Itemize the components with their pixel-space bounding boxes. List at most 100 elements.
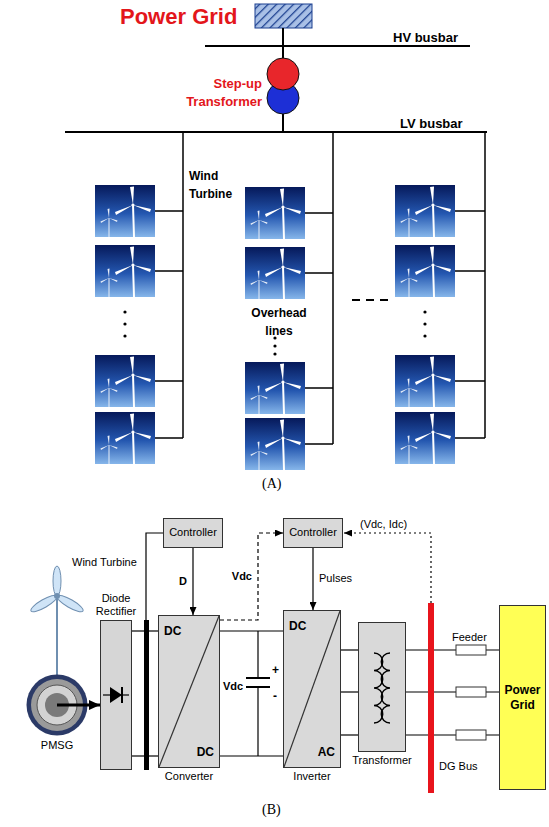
wire (220, 755, 283, 756)
wind-turbine-photo (395, 245, 455, 297)
busbar (65, 131, 487, 133)
overhead-line (484, 132, 486, 438)
ellipsis-dots (423, 322, 426, 325)
wire (341, 734, 358, 735)
overhead-line (305, 443, 333, 445)
text-wrap: Power Grid (120, 4, 237, 30)
voltage-label: Vdc (223, 680, 243, 692)
block-title: Converter (165, 770, 213, 782)
transformer-label: Step-up Transformer (186, 76, 262, 109)
block-title: Diode Rectifier (96, 592, 136, 617)
wind-turbine-icon (29, 566, 85, 676)
generator-symbol (26, 674, 88, 736)
shaft-line (57, 704, 88, 707)
text-wrap: Inverter (293, 770, 330, 783)
block-symbol (101, 621, 131, 769)
overhead-line (455, 270, 485, 272)
feeder-symbol (456, 730, 486, 740)
edge-label: D (177, 575, 189, 587)
dc-bus-bar (146, 533, 163, 620)
block-symbol (159, 616, 219, 767)
text-wrap: Vdc (223, 676, 243, 694)
turbine-label: Wind Turbine (72, 556, 137, 568)
polarity-sign: - (273, 689, 277, 703)
busbar (205, 45, 470, 47)
text-wrap: DC (164, 624, 181, 638)
text-wrap: Converter (165, 770, 213, 783)
text-wrap: HV busbar (393, 28, 458, 46)
ellipsis-dashes (380, 299, 388, 301)
wind-turbine-photo (395, 355, 455, 407)
overhead-line (182, 132, 184, 438)
capacitor-symbol (257, 631, 258, 678)
wind-turbine-icon (29, 593, 59, 615)
line-label: Overhead lines (251, 306, 306, 338)
grid-label: Power Grid (120, 4, 237, 29)
ellipsis-dashes (352, 299, 388, 301)
text-wrap: (A) (262, 474, 281, 493)
text-wrap: - (273, 686, 277, 704)
wind-turbine-photo (395, 185, 455, 237)
overhead-line (155, 437, 183, 439)
port-text: DC (289, 619, 306, 633)
busbar (65, 28, 487, 132)
overhead-line (455, 437, 485, 439)
port-text: DC (197, 745, 214, 759)
text-wrap: PMSG (41, 739, 73, 752)
polarity-sign: + (272, 663, 279, 677)
text-wrap: Overhead lines (248, 303, 310, 339)
wind-turbine-photo (95, 355, 155, 407)
feeder-label: Feeder (452, 631, 487, 643)
text-wrap: (B) (262, 800, 281, 819)
busbar-label: HV busbar (393, 30, 458, 45)
panel-label: (B) (262, 802, 281, 817)
overhead-line (455, 210, 485, 212)
box-text: Controller (289, 526, 337, 539)
overhead-line (332, 132, 334, 444)
text-wrap: Controller (169, 526, 217, 539)
overhead-line (155, 380, 183, 382)
signal-arrow (220, 533, 283, 620)
signal-arrow (192, 548, 193, 615)
power-grid-symbol (255, 4, 312, 28)
step-up-transformer-symbol (267, 58, 299, 90)
overhead-line (155, 210, 183, 212)
converter-block: DCDCConverter (158, 615, 220, 768)
text-wrap: Power Grid (503, 683, 542, 712)
text-wrap: Wind Turbine (72, 552, 137, 570)
block-symbol (284, 611, 340, 767)
measurement-line (344, 533, 431, 603)
block-symbol (359, 623, 405, 751)
overhead-line (305, 272, 333, 274)
overhead-line (305, 387, 333, 389)
ellipsis-dots (423, 334, 426, 337)
wind-turbine-photo (95, 185, 455, 470)
step-up-transformer-symbol (267, 58, 299, 114)
text-wrap: DC (197, 745, 214, 759)
block-title: PMSG (41, 739, 73, 751)
wire (406, 691, 503, 692)
overhead-line (455, 380, 485, 382)
wire (132, 755, 158, 756)
text-wrap: D (177, 575, 189, 588)
feeder-symbol (456, 645, 486, 740)
wind-turbine-icon (56, 596, 58, 676)
wind-turbine-photo (245, 418, 305, 470)
wind-turbine-photo (245, 362, 305, 414)
ellipsis-dots (423, 310, 426, 313)
box-text: Controller (169, 526, 217, 539)
ellipsis-dots (123, 334, 126, 337)
wire (341, 649, 358, 650)
inverter-block: DCACInverter (283, 610, 341, 768)
busbar (282, 28, 284, 58)
capacitor-symbol (246, 631, 270, 756)
measurement-line (344, 533, 431, 603)
dg-bus-bar (428, 603, 434, 793)
ellipsis-dots (273, 344, 276, 347)
signal-arrow (312, 548, 313, 610)
text-wrap: + (272, 660, 279, 678)
wind-turbine-photo (95, 245, 155, 297)
signal-label: (Vdc, Idc) (360, 518, 407, 530)
controller-box: Controller (283, 518, 343, 548)
